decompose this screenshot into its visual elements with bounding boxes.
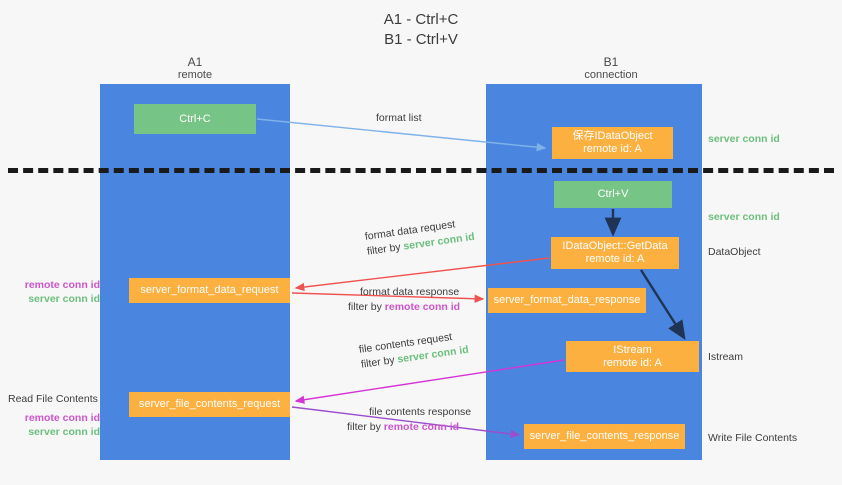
annotation-format-data-request: format data request filter by server con… bbox=[364, 215, 476, 260]
annotation-filter-by-3: filter by bbox=[360, 354, 396, 371]
box-server-file-contents-response[interactable]: server_file_contents_response bbox=[524, 424, 685, 449]
column-header-a1: A1 remote bbox=[105, 56, 285, 82]
label-dataobject: DataObject bbox=[708, 246, 761, 258]
divider-line bbox=[8, 168, 834, 173]
box-istream-line1: IStream bbox=[613, 343, 652, 356]
box-ctrl-c[interactable]: Ctrl+C bbox=[134, 104, 256, 134]
box-save-idataobject-line2: remote id: A bbox=[583, 143, 642, 155]
annotation-file-contents-response: file contents response filter by remote … bbox=[345, 405, 471, 435]
annotation-file-contents-response-title: file contents response bbox=[369, 406, 472, 418]
annotation-file-contents-request: file contents request filter by server c… bbox=[358, 328, 470, 373]
label-server-conn-id-2: server conn id bbox=[28, 426, 100, 438]
page-title: A1 - Ctrl+C B1 - Ctrl+V bbox=[0, 10, 842, 50]
box-getdata-line2: remote id: A bbox=[585, 253, 645, 265]
label-server-conn-id-top: server conn id bbox=[708, 133, 780, 145]
column-header-b1: B1 connection bbox=[521, 56, 701, 82]
column-header-a1-role: remote bbox=[177, 69, 213, 81]
label-write-file-contents: Write File Contents bbox=[708, 432, 798, 444]
box-getdata-line1: IDataObject::GetData bbox=[562, 240, 668, 252]
box-istream[interactable]: IStream remote id: A bbox=[566, 341, 699, 372]
column-header-a1-name: A1 bbox=[187, 55, 203, 69]
label-read-file-contents: Read File Contents bbox=[8, 393, 98, 405]
annotation-filter-by-4: filter by bbox=[347, 421, 381, 433]
box-server-format-data-response[interactable]: server_format_data_response bbox=[488, 288, 646, 313]
box-server-file-contents-request[interactable]: server_file_contents_request bbox=[129, 392, 290, 417]
title-line-2: B1 - Ctrl+V bbox=[384, 31, 458, 48]
label-format-list: format list bbox=[376, 112, 422, 124]
box-idataobject-getdata[interactable]: IDataObject::GetData remote id: A bbox=[551, 237, 679, 269]
label-istream: Istream bbox=[708, 351, 744, 363]
label-server-conn-id-mid: server conn id bbox=[708, 211, 780, 223]
box-save-idataobject-line1: 保存IDataObject bbox=[572, 130, 653, 142]
box-server-file-contents-request-label: server_file_contents_request bbox=[138, 398, 281, 410]
label-remote-conn-id-2: remote conn id bbox=[24, 412, 100, 424]
box-ctrl-c-label: Ctrl+C bbox=[179, 112, 211, 125]
box-save-idataobject[interactable]: 保存IDataObject remote id: A bbox=[552, 127, 673, 159]
box-server-format-data-response-label: server_format_data_response bbox=[493, 294, 641, 306]
box-server-format-data-request-label: server_format_data_request bbox=[140, 284, 279, 296]
label-conn-ids-upper: remote conn id server conn id bbox=[8, 278, 100, 306]
annotation-format-data-response-title: format data response bbox=[360, 286, 460, 298]
box-ctrl-v-label: Ctrl+V bbox=[597, 188, 629, 200]
box-server-file-contents-response-label: server_file_contents_response bbox=[529, 430, 680, 442]
box-server-format-data-request[interactable]: server_format_data_request bbox=[129, 278, 290, 303]
column-header-b1-name: B1 bbox=[603, 55, 619, 69]
title-line-1: A1 - Ctrl+C bbox=[383, 11, 459, 28]
annotation-filter-by-2: filter by bbox=[348, 301, 382, 313]
label-server-conn-id-1: server conn id bbox=[28, 293, 100, 305]
annotation-format-data-response: format data response filter by remote co… bbox=[340, 285, 460, 315]
label-remote-conn-id-1: remote conn id bbox=[24, 279, 100, 291]
annotation-remote-conn-id-1: remote conn id bbox=[384, 301, 461, 313]
column-header-b1-role: connection bbox=[584, 69, 638, 81]
label-conn-ids-lower: remote conn id server conn id bbox=[8, 411, 100, 439]
annotation-remote-conn-id-2: remote conn id bbox=[383, 421, 460, 433]
annotation-filter-by-1: filter by bbox=[366, 241, 402, 258]
box-ctrl-v[interactable]: Ctrl+V bbox=[554, 181, 672, 208]
box-istream-line2: remote id: A bbox=[603, 356, 662, 369]
